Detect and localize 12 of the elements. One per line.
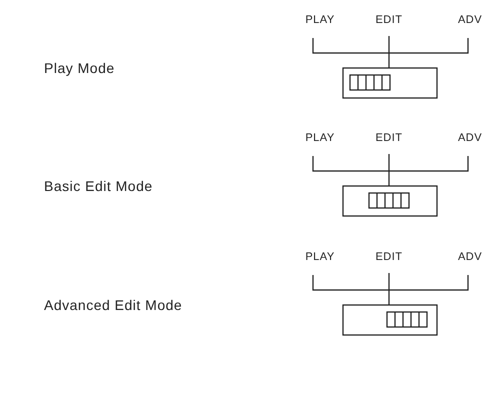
position-label: PLAY: [305, 251, 335, 263]
position-label: PLAY: [305, 14, 335, 26]
position-label: EDIT: [375, 132, 403, 144]
position-label: EDIT: [375, 14, 403, 26]
position-label: ADV: [458, 14, 482, 26]
mode-label: Play Mode: [44, 60, 115, 76]
mode-label: Advanced Edit Mode: [44, 297, 182, 313]
position-label: EDIT: [375, 251, 403, 263]
position-label: ADV: [458, 251, 482, 263]
position-label: PLAY: [305, 132, 335, 144]
mode-label: Basic Edit Mode: [44, 178, 153, 194]
position-label: ADV: [458, 132, 482, 144]
